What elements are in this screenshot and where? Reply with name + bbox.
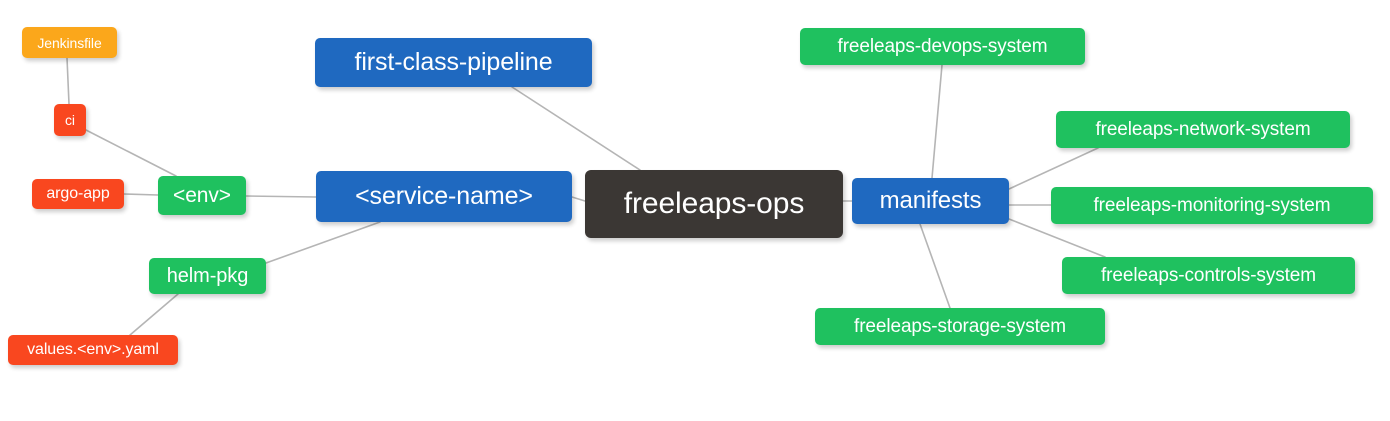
node-label: argo-app	[46, 185, 110, 202]
node-label: Jenkinsfile	[37, 34, 102, 51]
edge-manifests-network-system	[1008, 147, 1099, 190]
edge-env-ci	[85, 129, 177, 177]
node-manifests[interactable]: manifests	[852, 178, 1009, 224]
edge-service-name-helm-pkg	[265, 221, 381, 264]
node-label: freeleaps-controls-system	[1100, 265, 1317, 286]
node-label: helm-pkg	[166, 265, 249, 287]
node-label: freeleaps-ops	[623, 187, 805, 220]
node-helm-pkg[interactable]: helm-pkg	[149, 258, 266, 294]
node-values-yaml[interactable]: values.<env>.yaml	[8, 335, 178, 365]
edge-manifests-devops-system	[931, 64, 943, 179]
node-label: ci	[65, 112, 75, 128]
node-label: values.<env>.yaml	[27, 341, 159, 358]
node-argo-app[interactable]: argo-app	[32, 179, 124, 209]
node-label: freeleaps-storage-system	[854, 316, 1066, 337]
node-freeleaps-monitoring-system[interactable]: freeleaps-monitoring-system	[1051, 187, 1373, 224]
node-jenkinsfile[interactable]: Jenkinsfile	[22, 27, 117, 58]
edge-root-first-class-pipeline	[511, 86, 641, 171]
node-freeleaps-ops[interactable]: freeleaps-ops	[585, 170, 843, 238]
node-ci[interactable]: ci	[54, 104, 86, 136]
node-freeleaps-controls-system[interactable]: freeleaps-controls-system	[1062, 257, 1355, 294]
node-label: freeleaps-network-system	[1095, 119, 1311, 140]
node-label: freeleaps-monitoring-system	[1093, 195, 1331, 216]
node-label: first-class-pipeline	[354, 48, 553, 76]
edge-manifests-controls-system	[1008, 218, 1106, 258]
node-label: <env>	[173, 184, 231, 207]
node-env[interactable]: <env>	[158, 176, 246, 215]
edge-root-service-name	[571, 196, 586, 202]
node-freeleaps-network-system[interactable]: freeleaps-network-system	[1056, 111, 1350, 148]
edge-env-argo-app	[123, 193, 159, 196]
edge-helm-pkg-values-yaml	[129, 293, 179, 336]
edge-service-name-env	[245, 195, 317, 198]
edge-ci-jenkinsfile	[66, 57, 70, 105]
node-label: manifests	[879, 187, 982, 214]
node-freeleaps-storage-system[interactable]: freeleaps-storage-system	[815, 308, 1105, 345]
node-service-name[interactable]: <service-name>	[316, 171, 572, 222]
node-label: <service-name>	[355, 182, 533, 210]
node-first-class-pipeline[interactable]: first-class-pipeline	[315, 38, 592, 87]
edge-manifests-storage-system	[919, 223, 951, 309]
node-freeleaps-devops-system[interactable]: freeleaps-devops-system	[800, 28, 1085, 65]
node-label: freeleaps-devops-system	[837, 36, 1048, 57]
